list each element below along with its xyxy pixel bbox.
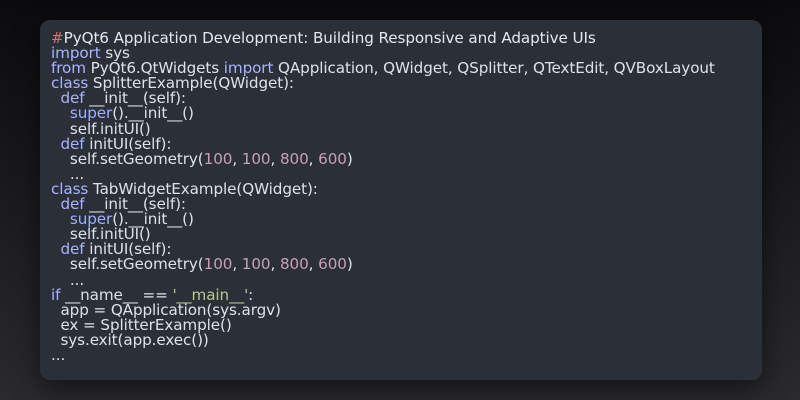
builtin: super bbox=[69, 104, 113, 123]
code-text: app = QApplication(sys.argv) bbox=[51, 300, 281, 319]
code-line-4: class SplitterExample(QWidget): bbox=[51, 76, 715, 91]
keyword: class bbox=[51, 74, 89, 93]
keyword: def bbox=[60, 89, 85, 108]
code-text: sys.exit(app.exec()) bbox=[51, 330, 209, 349]
number: 100 bbox=[203, 149, 233, 168]
keyword: class bbox=[51, 179, 89, 198]
code-text: , bbox=[232, 149, 242, 168]
code-text: TabWidgetExample(QWidget): bbox=[88, 179, 318, 198]
code-text: , bbox=[308, 255, 319, 274]
keyword: if bbox=[51, 285, 61, 304]
code-text: ().__init__() bbox=[112, 210, 194, 229]
code-line-14: self.initUI() bbox=[51, 227, 715, 242]
code-text: initUI(self): bbox=[84, 134, 172, 153]
code-text: : bbox=[248, 285, 254, 304]
comment-text: PyQt6 Application Development: Building … bbox=[63, 29, 596, 47]
code-line-8: def initUI(self): bbox=[51, 134, 715, 153]
code-line-21: sys.exit(app.exec()) bbox=[51, 330, 715, 349]
code-text: ... bbox=[51, 345, 66, 364]
code-line-3: from PyQt6.QtWidgets import QApplication… bbox=[51, 61, 715, 76]
code-text: PyQt6.QtWidgets bbox=[85, 59, 224, 78]
keyword: import bbox=[223, 59, 274, 78]
code-line-2: import sys bbox=[51, 44, 715, 63]
number: 100 bbox=[241, 149, 271, 168]
code-text: __init__(self): bbox=[84, 195, 186, 214]
code-line-12: def __init__(self): bbox=[51, 195, 715, 214]
code-line-10: ... bbox=[51, 164, 715, 183]
code-text: sys bbox=[100, 44, 130, 63]
code-text: ... bbox=[51, 270, 85, 289]
code-line-19: app = QApplication(sys.argv) bbox=[51, 300, 715, 319]
code-text: , bbox=[270, 149, 280, 168]
number: 600 bbox=[318, 149, 347, 168]
builtin: super bbox=[69, 210, 113, 229]
code-text: ) bbox=[346, 255, 353, 274]
code-text: , bbox=[270, 255, 280, 274]
code-text: self.setGeometry( bbox=[51, 255, 204, 274]
code-line-16: self.setGeometry(100, 100, 800, 600) bbox=[51, 257, 715, 272]
code-line-13: super().__init__() bbox=[51, 212, 715, 227]
code-text: ex = SplitterExample() bbox=[51, 315, 232, 334]
comment-hash: # bbox=[51, 29, 64, 47]
code-text: SplitterExample(QWidget): bbox=[88, 74, 294, 93]
code-line-6: super().__init__() bbox=[51, 106, 715, 121]
keyword: def bbox=[60, 240, 85, 259]
code-text: ) bbox=[346, 149, 353, 168]
code-line-20: ex = SplitterExample() bbox=[51, 315, 715, 334]
keyword: from bbox=[51, 59, 86, 78]
code-block: #PyQt6 Application Development: Building… bbox=[51, 29, 715, 364]
code-text: ().__init__() bbox=[112, 104, 194, 123]
code-line-17: ... bbox=[51, 270, 715, 289]
number: 100 bbox=[203, 255, 233, 274]
code-line-18: if __name__ == '__main__': bbox=[51, 285, 715, 304]
string-literal: '__main__' bbox=[172, 285, 249, 304]
code-text: self.initUI() bbox=[51, 225, 151, 244]
code-text: __init__(self): bbox=[84, 89, 186, 108]
code-text: initUI(self): bbox=[84, 240, 172, 259]
number: 600 bbox=[318, 255, 347, 274]
code-line-11: class TabWidgetExample(QWidget): bbox=[51, 179, 715, 198]
number: 800 bbox=[279, 149, 309, 168]
code-line-7: self.initUI() bbox=[51, 119, 715, 138]
code-text: self.initUI() bbox=[51, 119, 151, 138]
number: 100 bbox=[241, 255, 271, 274]
code-snippet-panel: #PyQt6 Application Development: Building… bbox=[40, 20, 762, 380]
number: 800 bbox=[279, 255, 309, 274]
keyword: def bbox=[60, 134, 85, 153]
code-line-9: self.setGeometry(100, 100, 800, 600) bbox=[51, 149, 715, 168]
code-text: __name__ == bbox=[60, 285, 173, 304]
keyword: def bbox=[60, 195, 85, 214]
keyword: import bbox=[51, 44, 101, 63]
code-text: ... bbox=[51, 164, 85, 183]
code-text: self.setGeometry( bbox=[51, 149, 204, 168]
code-line-22: ... bbox=[51, 345, 715, 364]
code-text: , bbox=[232, 255, 242, 274]
code-line-1: #PyQt6 Application Development: Building… bbox=[51, 29, 715, 47]
code-text: , bbox=[308, 149, 319, 168]
code-line-15: def initUI(self): bbox=[51, 242, 715, 257]
code-line-5: def __init__(self): bbox=[51, 91, 715, 106]
code-text: QApplication, QWidget, QSplitter, QTextE… bbox=[273, 59, 715, 78]
